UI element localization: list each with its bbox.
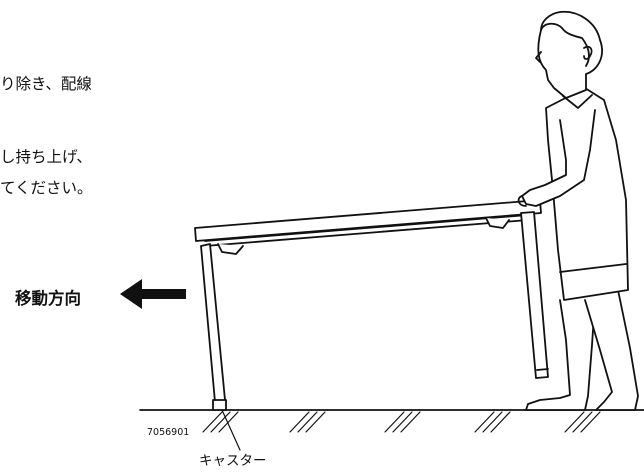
bracket-right: [485, 217, 510, 229]
table-leg-left: [200, 243, 227, 411]
instruction-line-2: し持ち上げ、: [0, 148, 92, 166]
table-leg-right: [520, 211, 549, 379]
direction-label: 移動方向: [15, 289, 81, 308]
table-top: [194, 199, 542, 247]
person-figure: [517, 10, 639, 411]
figure-code: 7056901: [147, 427, 190, 438]
floor-hatching: [202, 411, 601, 433]
caster-leader: [221, 409, 241, 451]
instruction-line-1: り除き、配線: [0, 75, 92, 93]
direction-arrow: [120, 279, 186, 309]
instruction-line-3: てください。: [0, 179, 93, 197]
caster-label: キャスター: [199, 453, 267, 469]
bracket-left: [217, 243, 244, 255]
